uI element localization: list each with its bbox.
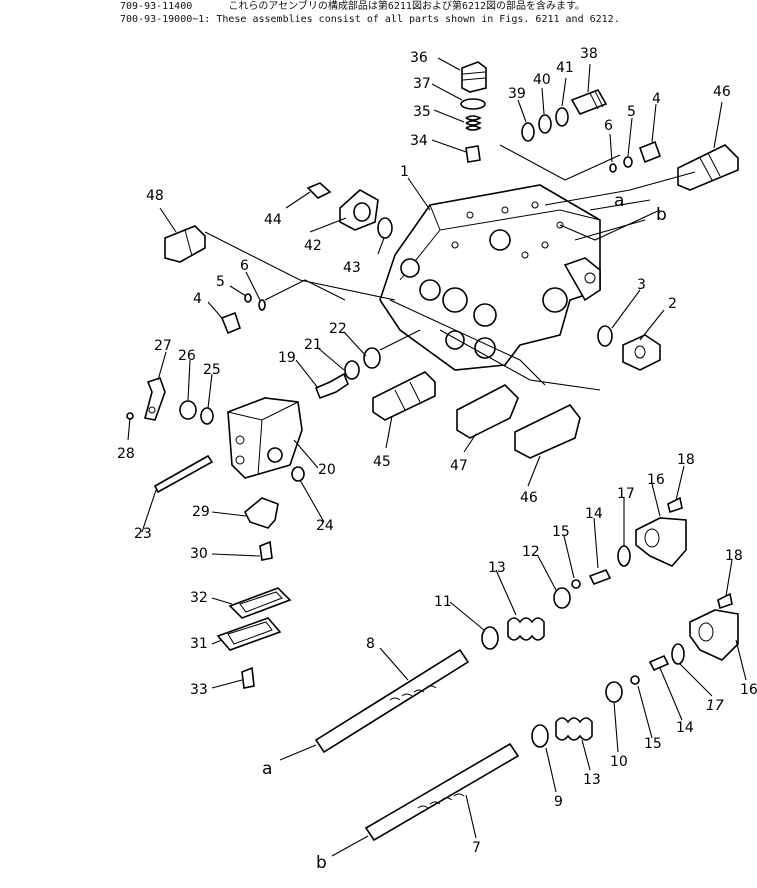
callout-9: 9 <box>554 794 563 810</box>
spool-a-8 <box>314 648 470 754</box>
callout-48: 48 <box>146 188 164 204</box>
ref-a-bottom: a <box>262 759 272 779</box>
callout-6-left: 6 <box>240 258 249 274</box>
figure-header: 709-93-11400 これらのアセンブリの構成部品は第6211図および第62… <box>120 0 750 26</box>
left-upper-parts <box>164 182 393 335</box>
top-plug-stack <box>460 61 487 163</box>
callout-5-left: 5 <box>216 274 225 290</box>
ref-b-top: b <box>656 205 667 225</box>
spool-b-7 <box>364 742 520 842</box>
callout-6-top: 6 <box>604 118 613 134</box>
callout-18-top: 18 <box>677 452 695 468</box>
callout-22: 22 <box>329 321 347 337</box>
ref-b-bottom: b <box>316 853 327 873</box>
callout-14-bottom: 14 <box>676 720 694 736</box>
callout-3: 3 <box>637 277 646 293</box>
callout-19: 19 <box>278 350 296 366</box>
callout-25: 25 <box>203 362 221 378</box>
callout-24: 24 <box>316 518 334 534</box>
callout-41: 41 <box>556 60 574 76</box>
callout-16-bottom: 16 <box>740 682 757 698</box>
callout-18-bottom: 18 <box>725 548 743 564</box>
reference-letters: a b a b <box>262 191 667 873</box>
callout-33: 33 <box>190 682 208 698</box>
callout-20: 20 <box>318 462 336 478</box>
spring-cover-20 <box>227 397 303 479</box>
header-line-1: 709-93-11400 これらのアセンブリの構成部品は第6211図および第62… <box>120 0 750 13</box>
callout-26: 26 <box>178 348 196 364</box>
callout-46-top: 46 <box>713 84 731 100</box>
callout-44: 44 <box>264 212 282 228</box>
callout-8: 8 <box>366 636 375 652</box>
callout-15-bottom: 15 <box>644 736 662 752</box>
callout-11: 11 <box>434 594 452 610</box>
header-line-2: 700-93-19000~1: These assemblies consist… <box>120 13 750 26</box>
callout-37: 37 <box>413 76 431 92</box>
callout-45: 45 <box>373 454 391 470</box>
callout-32: 32 <box>190 590 208 606</box>
callout-47: 47 <box>450 458 468 474</box>
callout-36: 36 <box>410 50 428 66</box>
callout-28: 28 <box>117 446 135 462</box>
callout-4-top: 4 <box>652 91 661 107</box>
callout-35: 35 <box>413 104 431 120</box>
callout-leaders <box>127 57 747 839</box>
callout-43: 43 <box>343 260 361 276</box>
callout-42: 42 <box>304 238 322 254</box>
lever-parts <box>126 376 305 689</box>
callout-17-top: 17 <box>617 486 635 502</box>
callout-38: 38 <box>580 46 598 62</box>
callout-40: 40 <box>533 72 551 88</box>
callout-15-top: 15 <box>552 524 570 540</box>
callout-23: 23 <box>134 526 152 542</box>
callout-1: 1 <box>400 164 409 180</box>
right-top-seals <box>521 89 662 173</box>
callout-4-left: 4 <box>193 291 202 307</box>
callout-29: 29 <box>192 504 210 520</box>
callout-12: 12 <box>522 544 540 560</box>
reference-lines <box>204 144 696 857</box>
callout-7: 7 <box>472 840 481 856</box>
header-text-jp: これらのアセンブリの構成部品は第6211図および第6212図の部品を含みます。 <box>228 1 586 12</box>
callout-34: 34 <box>410 133 428 149</box>
callout-27: 27 <box>154 338 172 354</box>
callout-21: 21 <box>304 337 322 353</box>
right-plug-2 <box>597 325 661 371</box>
valve-body <box>379 184 601 371</box>
assembly-code-1: 709-93-11400 <box>120 1 193 12</box>
ref-a-top: a <box>614 191 624 211</box>
callout-39: 39 <box>508 86 526 102</box>
callout-13-bottom: 13 <box>583 772 601 788</box>
callout-2: 2 <box>668 296 677 312</box>
right-plug-46 <box>677 144 739 191</box>
spool-plugs <box>314 347 581 459</box>
callout-31: 31 <box>190 636 208 652</box>
header-text-en: : These assemblies consist of all parts … <box>204 14 620 25</box>
callout-46-bottom: 46 <box>520 490 538 506</box>
springs-and-seats <box>481 496 739 748</box>
callout-numbers: 1 2 3 4 4 5 5 6 6 7 8 9 10 11 12 13 13 1… <box>117 46 757 856</box>
assembly-code-2: 700-93-19000~1 <box>120 14 205 25</box>
callout-16-top: 16 <box>647 472 665 488</box>
callout-14-top: 14 <box>585 506 603 522</box>
callout-10: 10 <box>610 754 628 770</box>
callout-13-top: 13 <box>488 560 506 576</box>
callout-17-bottom: 17 <box>706 698 724 714</box>
callout-5-top: 5 <box>627 104 636 120</box>
callout-30: 30 <box>190 546 208 562</box>
